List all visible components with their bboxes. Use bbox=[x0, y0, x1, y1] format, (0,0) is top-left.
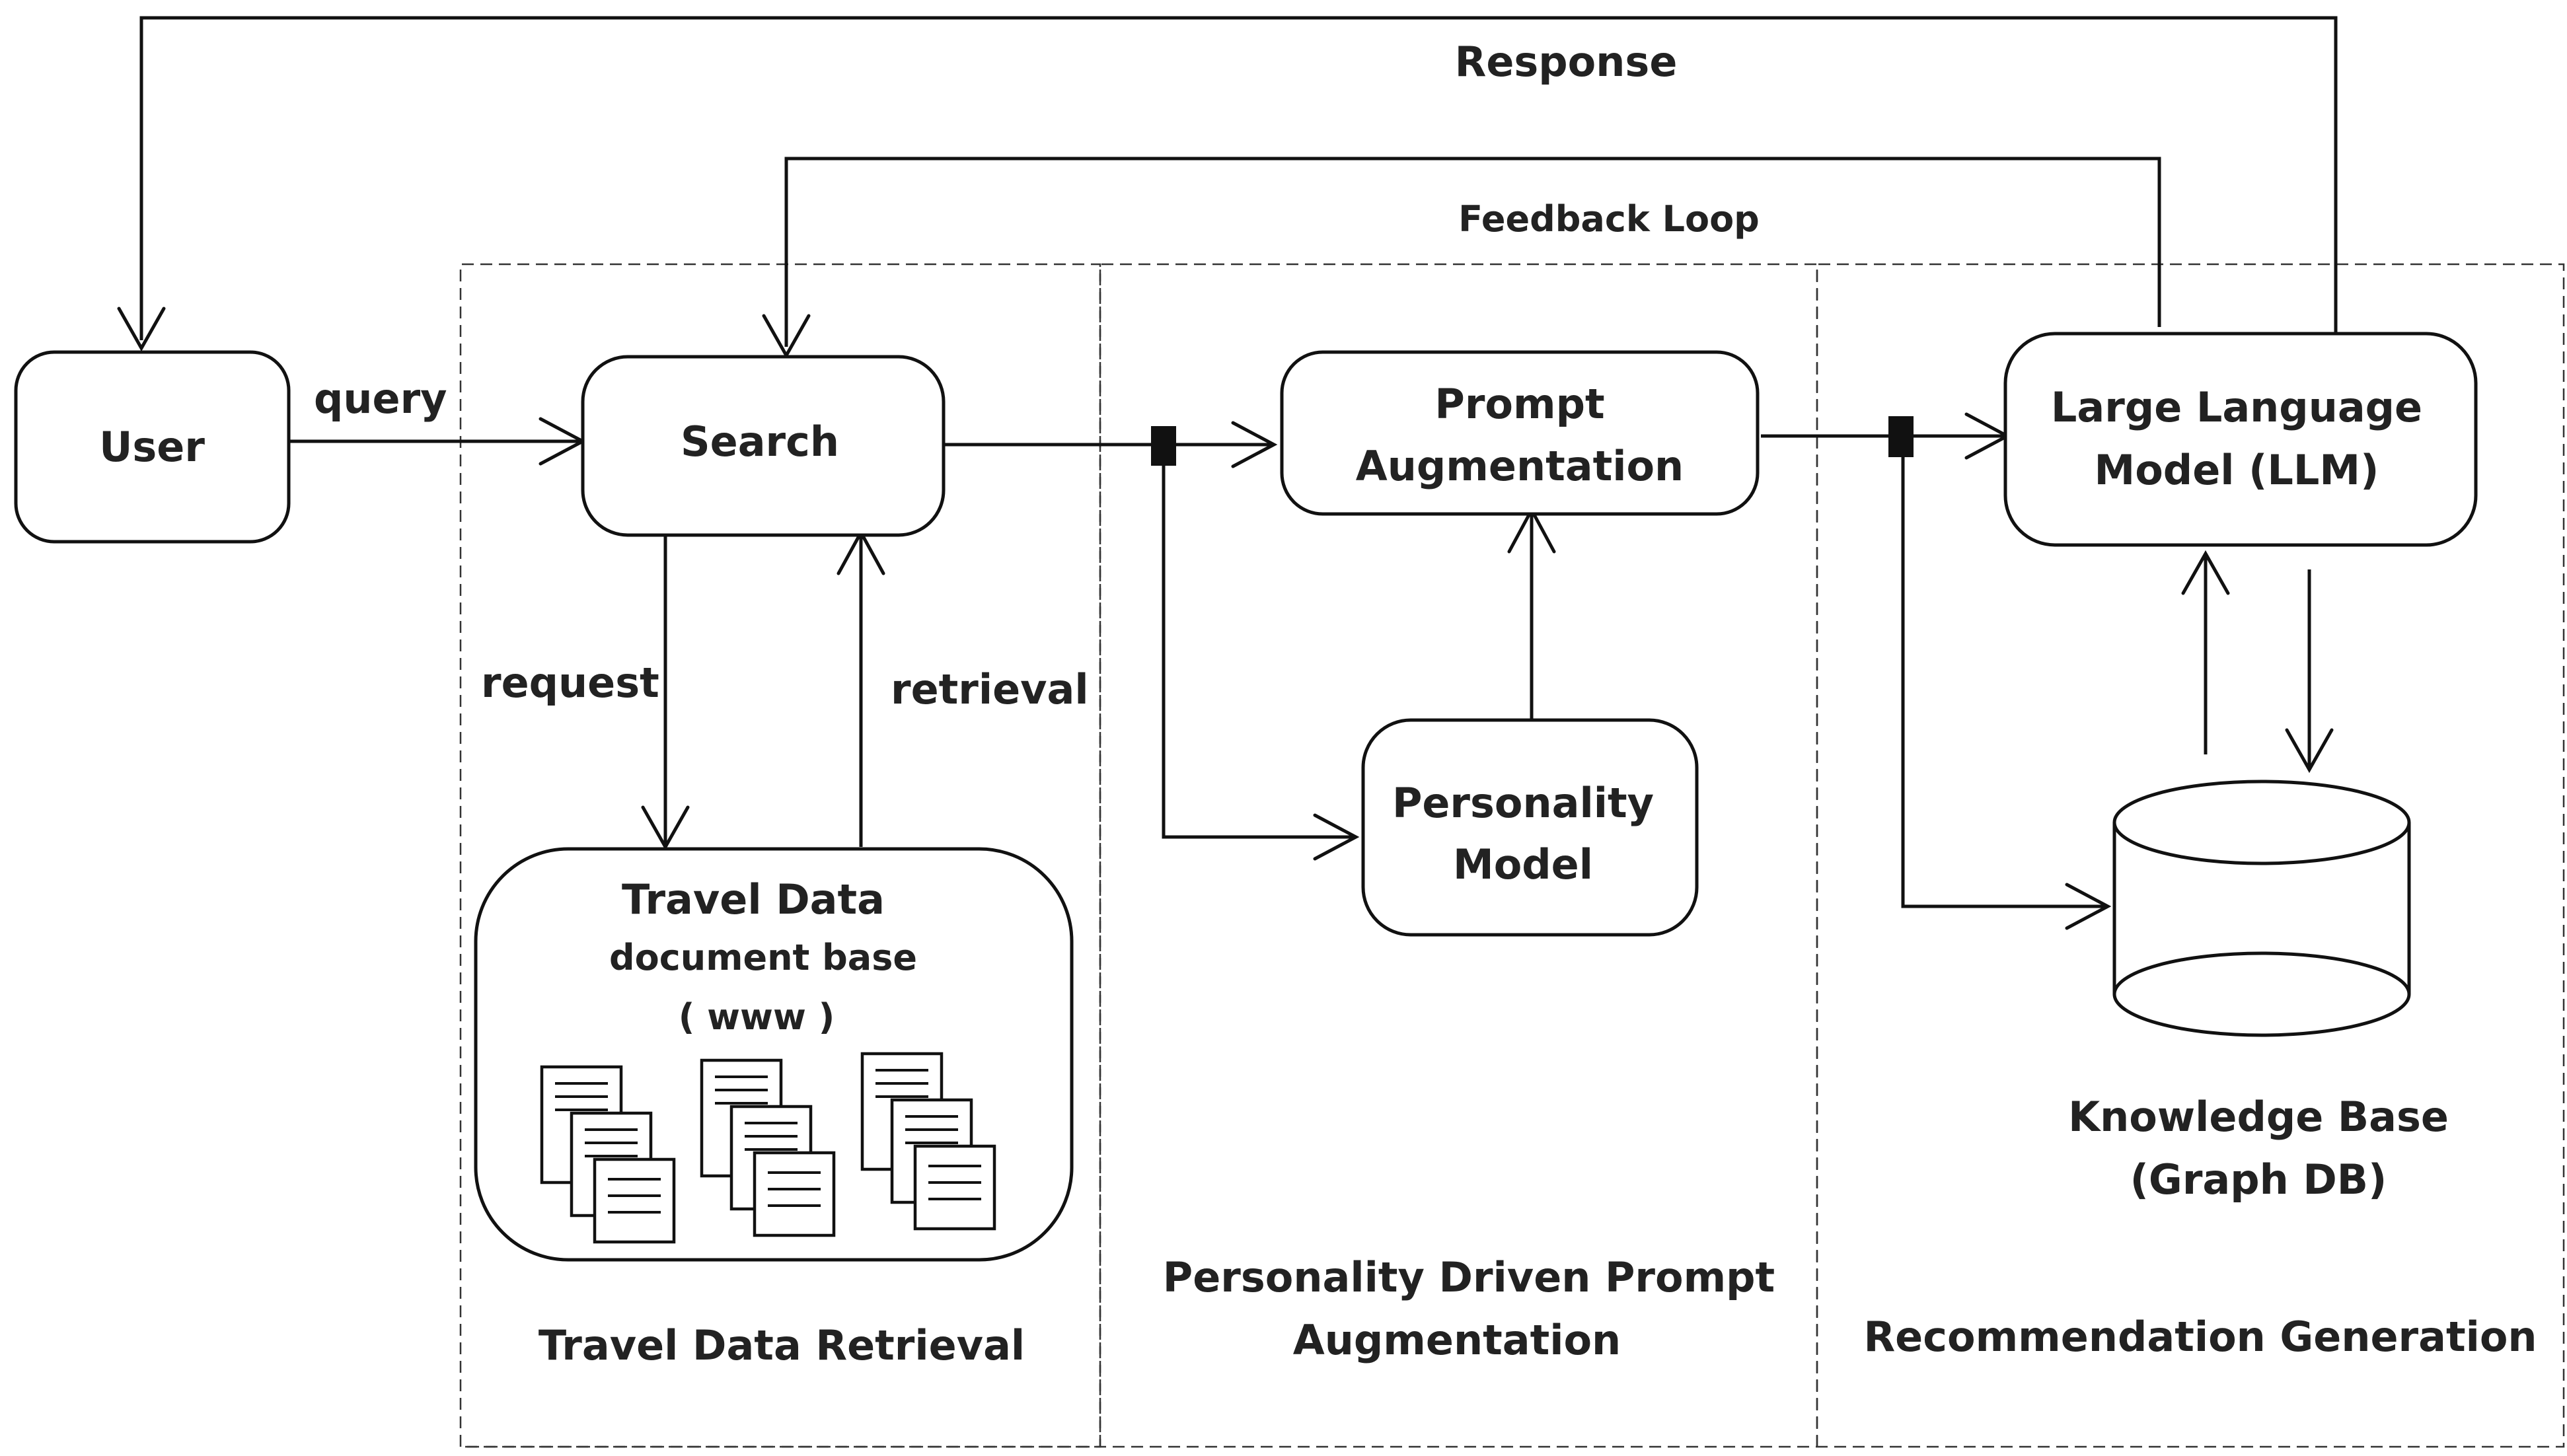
junction-to-personality-edge bbox=[1162, 466, 1355, 839]
search-to-prompt-arrowhead bbox=[1231, 421, 1278, 468]
travel-data-label-line1: Travel Data bbox=[622, 875, 885, 924]
travel-data-node: Travel Data document base ( www ) bbox=[474, 847, 1074, 1262]
knowledge-base-label-line1: Knowledge Base bbox=[2068, 1093, 2449, 1141]
prompt-augmentation-label-line2: Augmentation bbox=[1356, 442, 1684, 490]
feedback-loop-label: Feedback Loop bbox=[1458, 198, 1760, 240]
llm-to-kb-arrowhead bbox=[2285, 728, 2334, 774]
llm-node: Large Language Model (LLM) bbox=[2003, 332, 2478, 547]
region-border-prompt-augmentation bbox=[1099, 263, 1818, 1447]
user-node: User bbox=[14, 350, 291, 544]
region-border-travel-data-retrieval bbox=[459, 263, 1101, 1448]
response-edge bbox=[139, 16, 2338, 340]
response-arrowhead bbox=[117, 307, 166, 352]
kb-to-llm-arrowhead bbox=[2181, 550, 2230, 595]
junction-to-personality-arrowhead bbox=[1313, 813, 1360, 861]
region-label-prompt-augmentation-line1: Personality Driven Prompt bbox=[1163, 1253, 1775, 1301]
region-label-recommendation-generation: Recommendation Generation bbox=[1863, 1313, 2537, 1361]
junction-to-kb-edge bbox=[1901, 457, 2104, 908]
request-arrowhead bbox=[641, 805, 690, 851]
response-label: Response bbox=[1455, 38, 1678, 86]
prompt-augmentation-node: Prompt Augmentation bbox=[1280, 350, 1760, 516]
llm-label-line2: Model (LLM) bbox=[2095, 446, 2379, 494]
region-border-recommendation-generation bbox=[461, 263, 2565, 1448]
junction-2 bbox=[1888, 416, 1914, 457]
junction-to-kb-arrowhead bbox=[2065, 883, 2112, 930]
knowledge-base-label-line2: (Graph DB) bbox=[2130, 1155, 2387, 1204]
region-label-prompt-augmentation-line2: Augmentation bbox=[1293, 1316, 1621, 1364]
travel-data-label-line3: ( www ) bbox=[679, 996, 835, 1038]
query-label: query bbox=[314, 375, 447, 423]
user-label: User bbox=[99, 423, 205, 471]
travel-data-label-line2: document base bbox=[609, 937, 917, 978]
feedback-loop-edge bbox=[784, 157, 2161, 347]
retrieval-label: retrieval bbox=[891, 665, 1089, 713]
search-label: Search bbox=[681, 418, 839, 466]
personality-model-label-line2: Model bbox=[1453, 840, 1593, 889]
request-label: request bbox=[481, 659, 659, 707]
document-stack-icon bbox=[540, 1065, 676, 1244]
personality-model-label-line1: Personality bbox=[1392, 779, 1654, 827]
personality-model-node: Personality Model bbox=[1361, 718, 1699, 937]
prompt-augmentation-label-line1: Prompt bbox=[1434, 380, 1604, 428]
document-stack-icon bbox=[700, 1058, 836, 1237]
knowledge-base-node: Knowledge Base (Graph DB) bbox=[2068, 780, 2449, 1204]
llm-label-line1: Large Language bbox=[2051, 383, 2422, 431]
document-stack-icon bbox=[860, 1052, 996, 1231]
junction-1 bbox=[1151, 426, 1176, 466]
region-label-travel-data-retrieval: Travel Data Retrieval bbox=[539, 1321, 1025, 1369]
search-node: Search bbox=[581, 355, 946, 537]
